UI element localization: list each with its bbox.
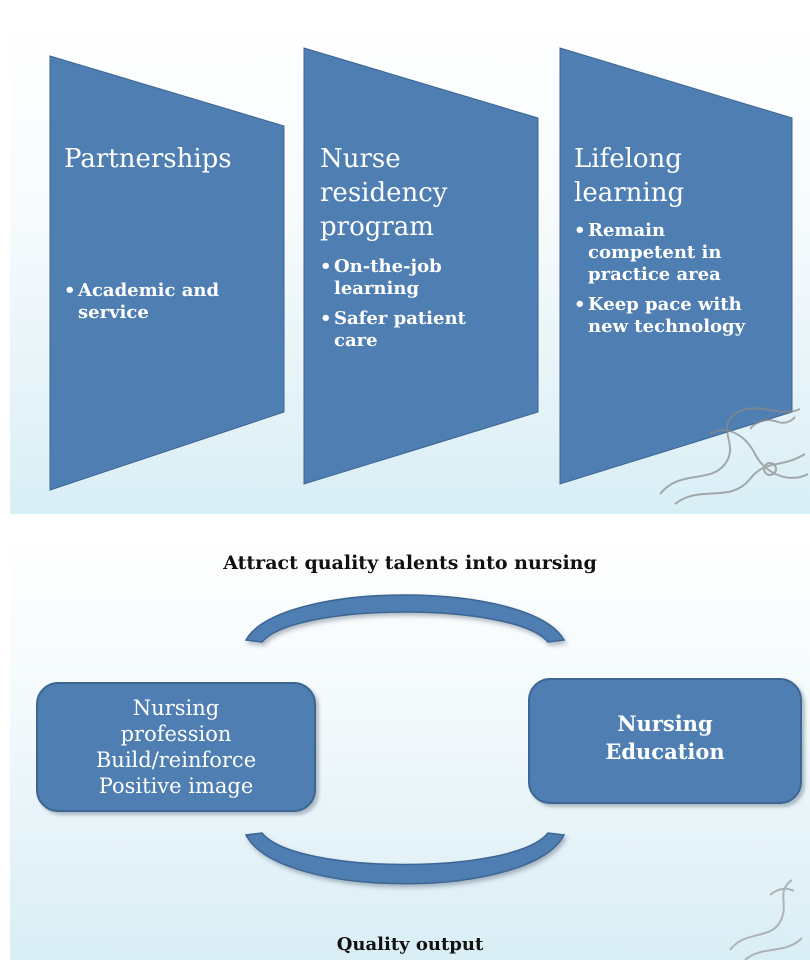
cycle-arc-top bbox=[244, 594, 566, 643]
column-title: Partnerships bbox=[64, 142, 279, 176]
column-residency: Nurse residency program On-the-job learn… bbox=[320, 142, 530, 360]
bullet-list: On-the-job learning Safer patient care bbox=[320, 256, 530, 352]
bottom-caption: Quality output bbox=[336, 934, 484, 955]
nursing-profession-box: Nursing profession Build/reinforce Posit… bbox=[36, 682, 316, 812]
bullet-item: Safer patient care bbox=[320, 308, 530, 352]
nursing-education-box: Nursing Education bbox=[528, 678, 802, 804]
bullet-line: On-the-job bbox=[334, 256, 442, 277]
box-line: Nursing bbox=[617, 711, 713, 736]
bullet-line: practice area bbox=[588, 264, 721, 285]
bottom-panel: Attract quality talents into nursing Nur… bbox=[10, 530, 810, 960]
bullet-line: competent in bbox=[588, 242, 722, 263]
bullet-item: Keep pace with new technology bbox=[574, 294, 789, 338]
dragon-ornament-top bbox=[659, 407, 809, 505]
bullet-line: service bbox=[78, 302, 149, 323]
bullet-list: Academic and service bbox=[64, 280, 279, 324]
bullet-line: Keep pace with bbox=[588, 294, 742, 315]
top-panel: Partnerships Academic and service Nurse … bbox=[10, 14, 810, 514]
box-line: Nursing bbox=[132, 696, 220, 720]
column-lifelong: Lifelong learning Remain competent in pr… bbox=[574, 142, 789, 346]
box-line: Positive image bbox=[98, 774, 254, 798]
box-line: Education bbox=[605, 739, 725, 764]
column-partnerships: Partnerships Academic and service bbox=[64, 142, 279, 332]
column-title-line: learning bbox=[574, 178, 685, 208]
bullet-list: Remain competent in practice area Keep p… bbox=[574, 220, 789, 338]
bullet-line: Remain bbox=[588, 220, 666, 241]
column-title-line: residency bbox=[320, 178, 448, 208]
column-title-line: Nurse bbox=[320, 144, 401, 174]
bullet-item: Remain competent in practice area bbox=[574, 220, 789, 286]
bullet-item: Academic and service bbox=[64, 280, 279, 324]
column-title: Lifelong learning bbox=[574, 142, 789, 210]
bullet-line: new technology bbox=[588, 316, 746, 337]
box-line: Build/reinforce bbox=[95, 748, 257, 772]
bullet-line: learning bbox=[334, 278, 420, 299]
bullet-line: Academic and bbox=[78, 280, 220, 301]
column-title-line: Lifelong bbox=[574, 144, 682, 174]
column-title-line: program bbox=[320, 212, 434, 242]
dragon-ornament-bottom bbox=[729, 879, 803, 960]
top-caption: Attract quality talents into nursing bbox=[223, 552, 597, 574]
bullet-line: Safer patient bbox=[334, 308, 466, 329]
cycle-arc-bottom bbox=[244, 832, 566, 885]
column-shape-partnerships bbox=[49, 55, 285, 491]
box-line: profession bbox=[120, 722, 232, 746]
bullet-line: care bbox=[334, 330, 378, 351]
bullet-item: On-the-job learning bbox=[320, 256, 530, 300]
column-title-line: Partnerships bbox=[64, 144, 232, 174]
column-title: Nurse residency program bbox=[320, 142, 530, 244]
cycle-arcs bbox=[244, 594, 803, 960]
